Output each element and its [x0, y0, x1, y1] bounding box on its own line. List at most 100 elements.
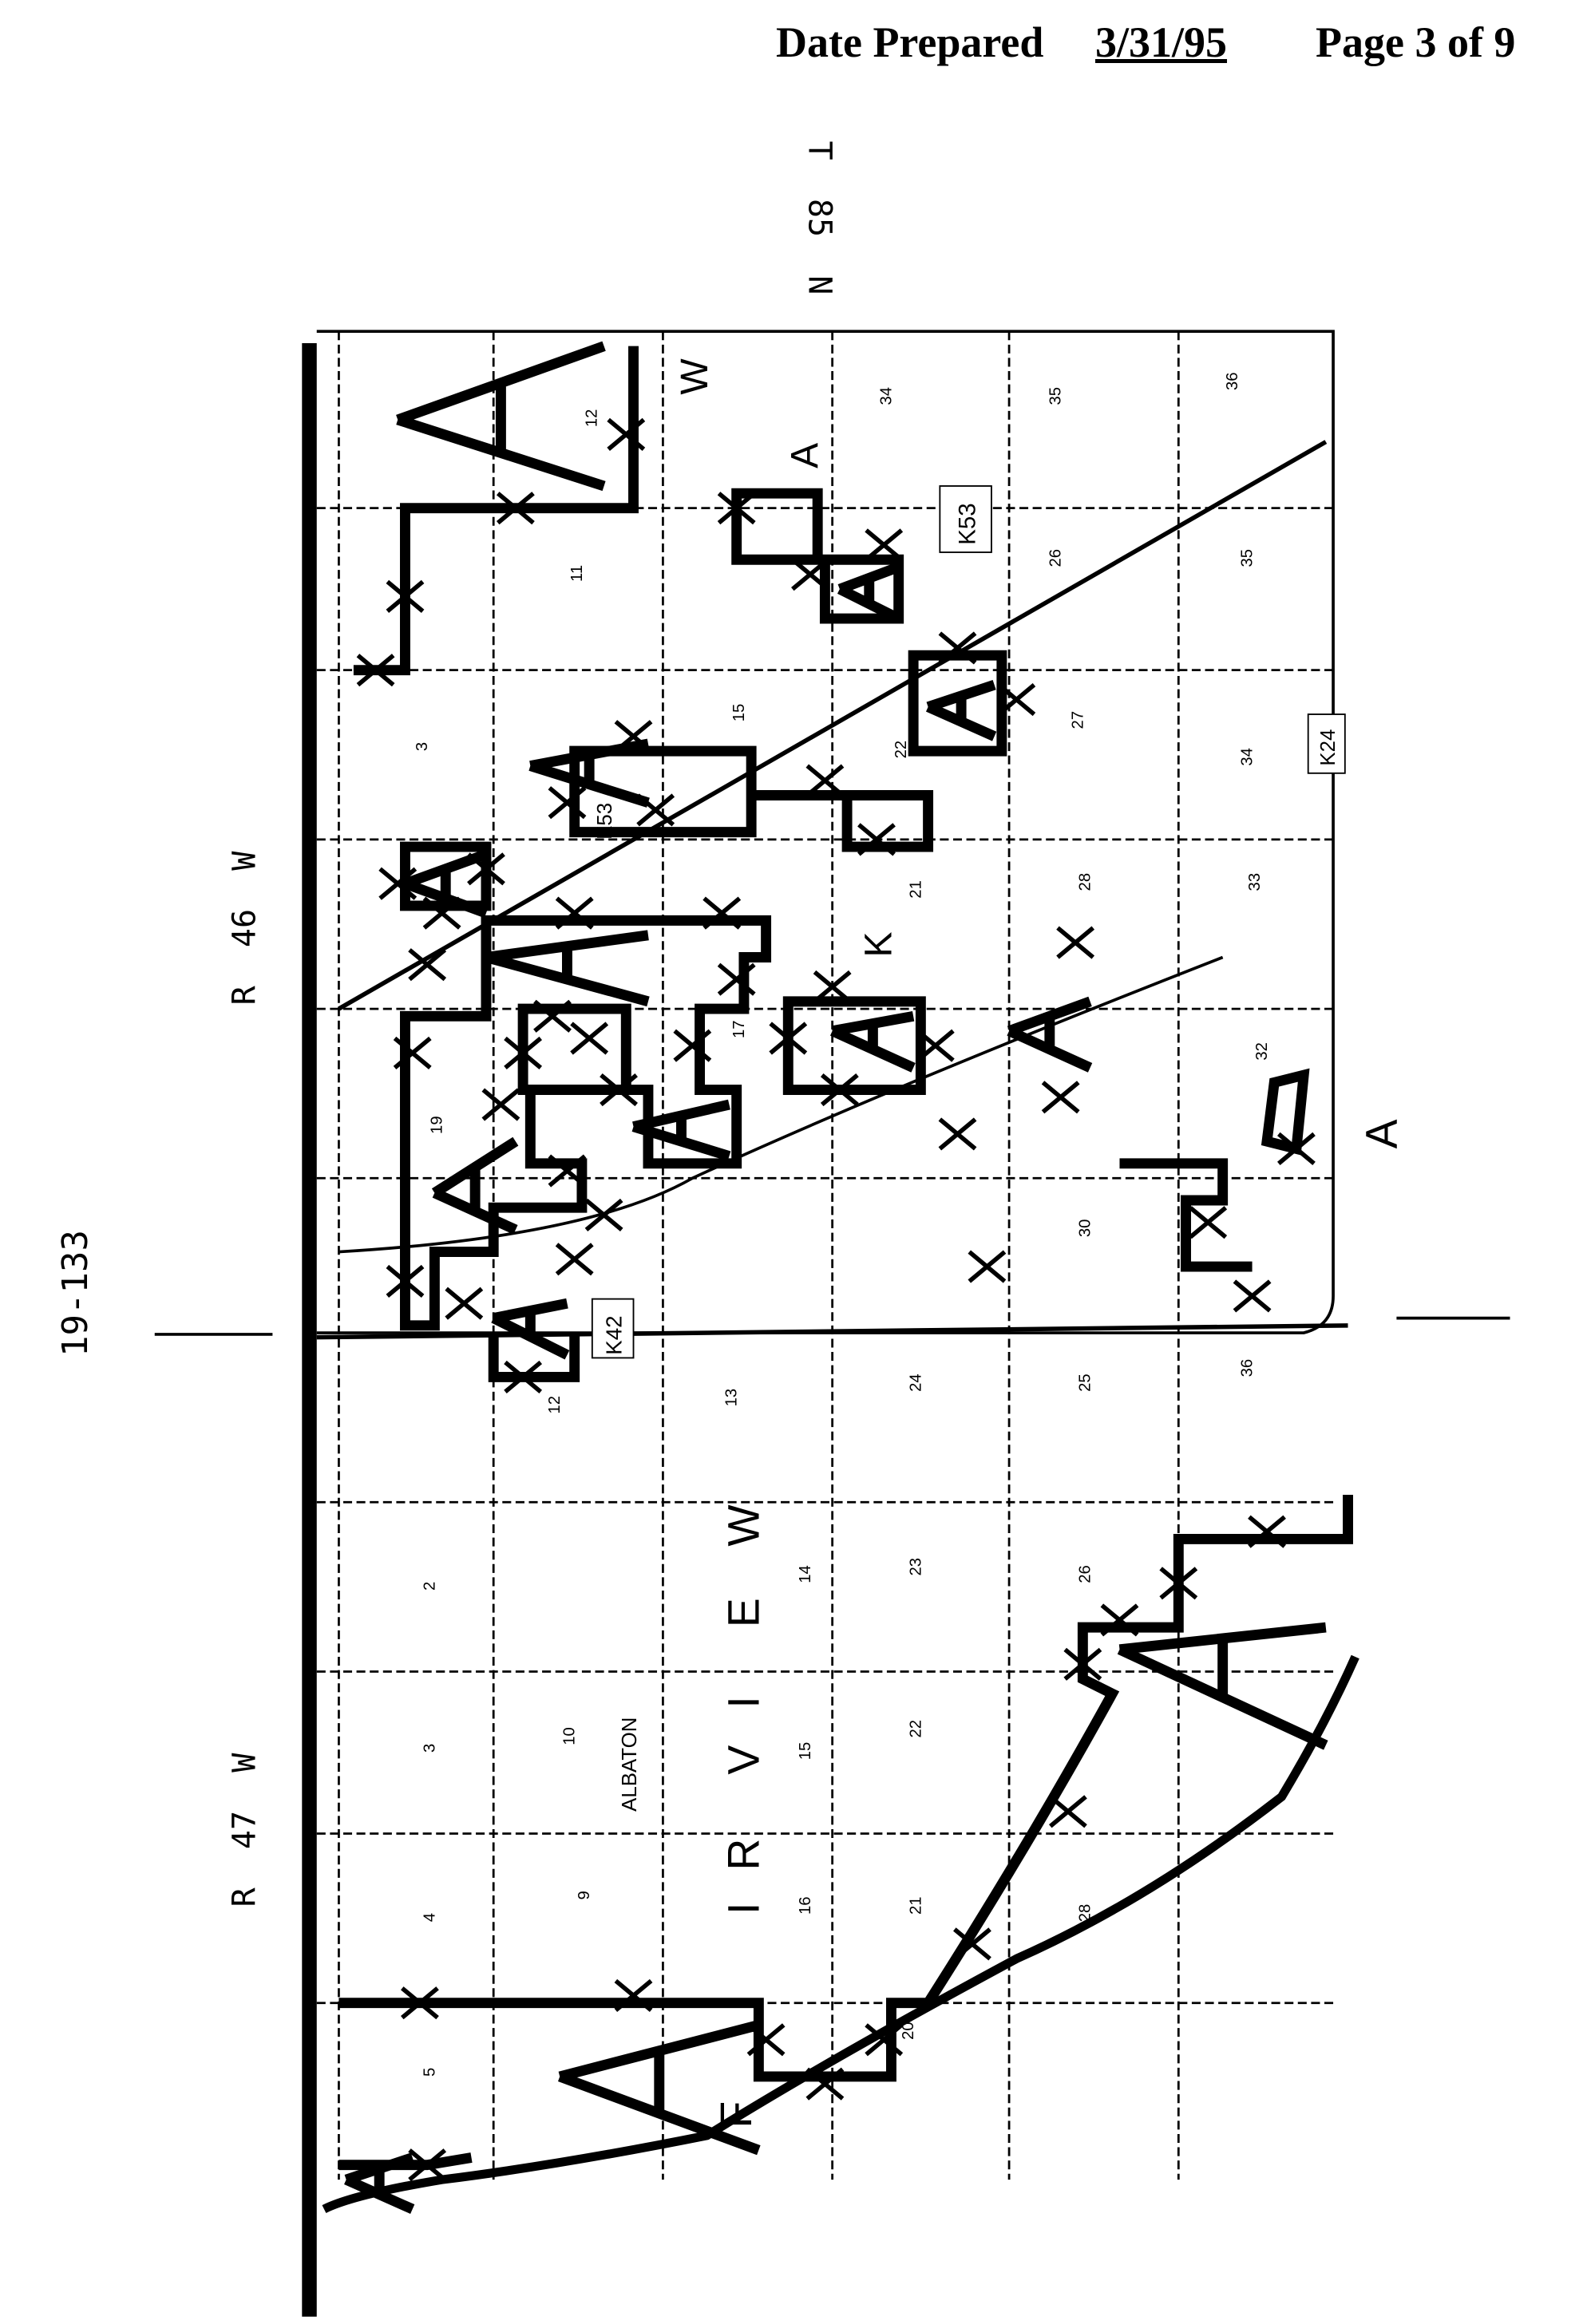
- x-marker: [570, 1022, 609, 1055]
- section-number: 27: [1069, 711, 1086, 729]
- x-marker: [820, 1073, 859, 1107]
- section-number: 36: [1239, 1359, 1257, 1377]
- section-number: 21: [907, 880, 924, 899]
- triangle-a-marker: [344, 2152, 415, 2214]
- section-number: 12: [583, 409, 600, 428]
- section-number: 15: [797, 1742, 814, 1761]
- section-number: 21: [907, 1896, 924, 1915]
- x-marker: [865, 2023, 904, 2057]
- section-number: 22: [907, 1720, 924, 1738]
- x-marker: [555, 1243, 594, 1276]
- section-number: 28: [1077, 873, 1094, 891]
- x-marker: [504, 1360, 543, 1394]
- x-marker: [386, 579, 425, 613]
- x-marker: [1063, 1647, 1102, 1681]
- x-markers: [356, 417, 1316, 2182]
- x-marker: [813, 970, 852, 1003]
- x-marker: [496, 492, 535, 525]
- section-number: 11: [568, 565, 586, 582]
- x-marker: [702, 896, 742, 930]
- x-marker: [555, 896, 594, 930]
- x-marker: [393, 1036, 432, 1070]
- township-letter: W: [718, 1504, 768, 1547]
- triangle-a-marker: [557, 2020, 761, 2156]
- area-letter: K: [857, 931, 900, 957]
- x-marker: [1100, 1603, 1139, 1637]
- upper-township-outline: [316, 330, 1335, 1334]
- township-letter: V: [718, 1745, 768, 1775]
- area-letter: W: [674, 358, 716, 395]
- triangle-a-marker: [631, 1099, 731, 1161]
- x-marker: [533, 999, 572, 1033]
- road-label: K53: [955, 503, 981, 545]
- road-label: K24: [1317, 729, 1340, 766]
- township-letter: R: [718, 1839, 768, 1871]
- section-number: 13: [723, 1389, 741, 1407]
- section-number: 26: [1077, 1565, 1094, 1583]
- triangle-a-marker: [485, 930, 650, 1007]
- x-marker: [408, 2148, 447, 2182]
- section-number: 5: [421, 2068, 438, 2077]
- x-marker: [953, 1927, 991, 1961]
- x-marker: [600, 1073, 638, 1107]
- triangle-markers: [344, 341, 1328, 2214]
- x-marker: [481, 1088, 520, 1121]
- section-number: 14: [797, 1565, 814, 1583]
- x-marker: [717, 492, 756, 525]
- triangle-a-marker: [837, 562, 901, 623]
- river-shoreline: [322, 1654, 1359, 2214]
- x-marker: [865, 528, 904, 562]
- x-marker: [916, 1029, 955, 1062]
- triangle-a-marker: [528, 738, 650, 808]
- section-number: 3: [414, 742, 431, 751]
- x-marker: [386, 1264, 425, 1298]
- x-marker: [401, 1986, 439, 2020]
- road-sign: [939, 485, 992, 553]
- section-number: 34: [1239, 748, 1257, 766]
- town-label: ALBATON: [619, 1717, 641, 1812]
- zone-marker: A: [1356, 1119, 1406, 1148]
- section-number: 4: [421, 1913, 438, 1922]
- triangle-a-marker: [1117, 1622, 1328, 1750]
- road-label: K53: [594, 803, 616, 840]
- x-marker: [717, 962, 756, 996]
- township-letter: F: [711, 2101, 761, 2128]
- township-letter: I: [718, 1696, 768, 1708]
- triangle-a-marker: [396, 341, 606, 492]
- section-number: 15: [730, 704, 748, 722]
- x-marker: [1041, 1081, 1080, 1114]
- x-marker: [584, 1198, 623, 1232]
- x-marker: [408, 948, 447, 982]
- section-number: 35: [1047, 387, 1065, 405]
- section-number: 10: [561, 1727, 579, 1745]
- x-marker: [938, 1117, 977, 1151]
- triangle-a-marker: [491, 1298, 570, 1360]
- section-number: 34: [877, 387, 895, 405]
- section-number: 26: [1047, 549, 1065, 567]
- section-number: 32: [1253, 1042, 1271, 1061]
- area-letter: A: [784, 443, 826, 468]
- zone-boundaries: [338, 346, 1353, 2171]
- x-marker: [607, 417, 646, 451]
- section-number: 17: [730, 1020, 748, 1038]
- x-marker: [1277, 1132, 1316, 1165]
- x-marker: [857, 823, 896, 856]
- x-marker: [791, 558, 829, 591]
- triangle-a-marker: [925, 679, 997, 741]
- railroad: [338, 440, 1328, 1011]
- x-marker: [356, 654, 395, 687]
- x-marker: [548, 786, 587, 820]
- x-marker: [805, 764, 845, 797]
- section-number: 16: [797, 1896, 814, 1915]
- section-number: 19: [429, 1116, 446, 1134]
- x-marker: [1233, 1279, 1272, 1313]
- page-number: Page 3 of 9: [1316, 18, 1516, 66]
- triangle-a-marker: [1007, 996, 1093, 1073]
- x-marker: [1159, 1567, 1198, 1600]
- township-letter: I: [718, 1903, 768, 1915]
- section-number: 12: [546, 1396, 564, 1414]
- triangle-a-marker: [403, 849, 489, 919]
- road-label: K42: [602, 1315, 627, 1354]
